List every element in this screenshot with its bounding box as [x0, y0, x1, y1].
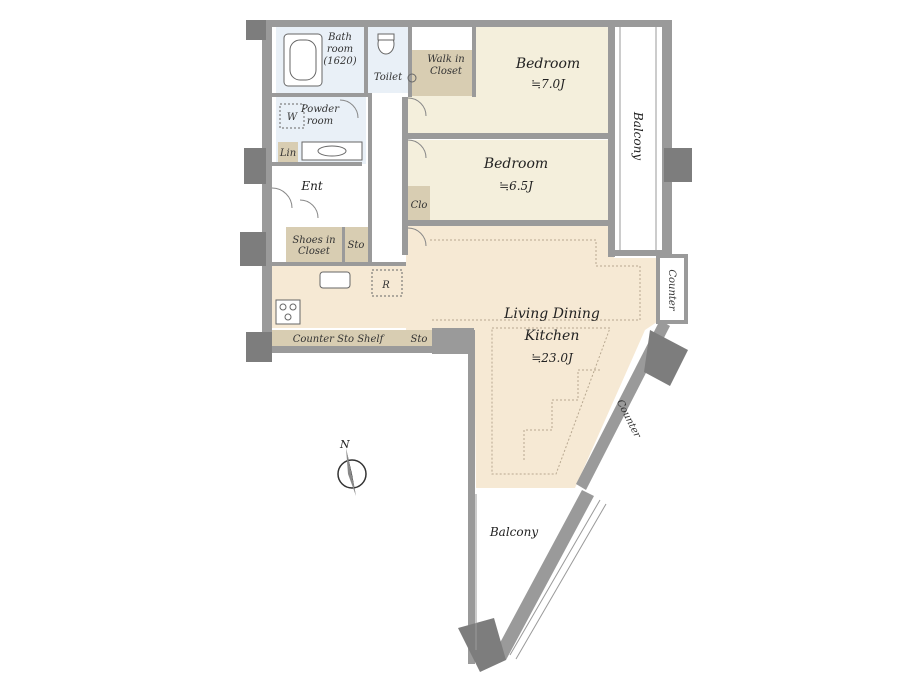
ldk-label-1: Living Dining [503, 306, 600, 322]
balcony-bottom-label: Balcony [489, 525, 538, 539]
bath-label-3: (1620) [323, 56, 356, 67]
clo-floor [408, 186, 430, 220]
room-fills [270, 27, 660, 488]
bathtub [283, 33, 323, 87]
walkin-label-1: Walk in [427, 54, 464, 65]
ldk-size: ≒23.0J [531, 351, 574, 365]
sto-small-floor [344, 227, 368, 263]
sto-2-floor [406, 330, 432, 346]
bath-label-1: Bath [327, 32, 352, 43]
ldk-dotted [430, 239, 641, 475]
entry-label: Ent [300, 179, 322, 193]
bedroom-1-size: ≒7.0J [531, 77, 566, 91]
labels: Bath room (1620) Toilet Walk in Closet B… [279, 32, 677, 539]
toilet-label: Toilet [374, 72, 403, 83]
ldk-floor [406, 226, 660, 488]
counter-right-label: Counter [666, 269, 677, 311]
powder-label-1: Powder [300, 104, 340, 115]
shoes-label-2: Closet [298, 246, 331, 257]
linen-closet-floor [278, 142, 298, 162]
fixtures [271, 33, 427, 325]
walkin-closet-floor [412, 50, 472, 96]
shoes-closet-floor [286, 227, 342, 263]
ldk-label-2: Kitchen [524, 328, 580, 344]
sto-label-2: Sto [411, 334, 428, 345]
walkin-label-2: Closet [430, 66, 463, 77]
counter-shelf-floor [272, 330, 406, 346]
bedroom-1-floor [472, 27, 614, 133]
compass: N [337, 438, 367, 496]
washer-label: W [287, 112, 298, 123]
shoes-label-1: Shoes in [292, 235, 335, 246]
bedroom-1-name: Bedroom [515, 56, 580, 72]
powder-label-2: room [307, 116, 333, 127]
fridge-label: R [381, 280, 390, 291]
compass-north-label: N [339, 438, 350, 451]
columns [240, 20, 692, 672]
balcony-right-label: Balcony [631, 111, 645, 160]
clo-label: Clo [411, 200, 428, 211]
sto-label-1: Sto [348, 240, 365, 251]
washer [279, 103, 305, 129]
bedroom-2-size: ≒6.5J [499, 179, 534, 193]
counter-shelf-label: Counter Sto Shelf [293, 334, 386, 345]
bedroom-2-floor [408, 140, 614, 222]
vanity-sink [301, 141, 363, 161]
bath-label-2: room [327, 44, 353, 55]
kitchen-sink [319, 271, 351, 289]
linen-label: Lin [279, 148, 296, 159]
compass-ring [337, 459, 367, 489]
balcony-lines [475, 27, 657, 660]
bedroom-2-name: Bedroom [483, 156, 548, 172]
